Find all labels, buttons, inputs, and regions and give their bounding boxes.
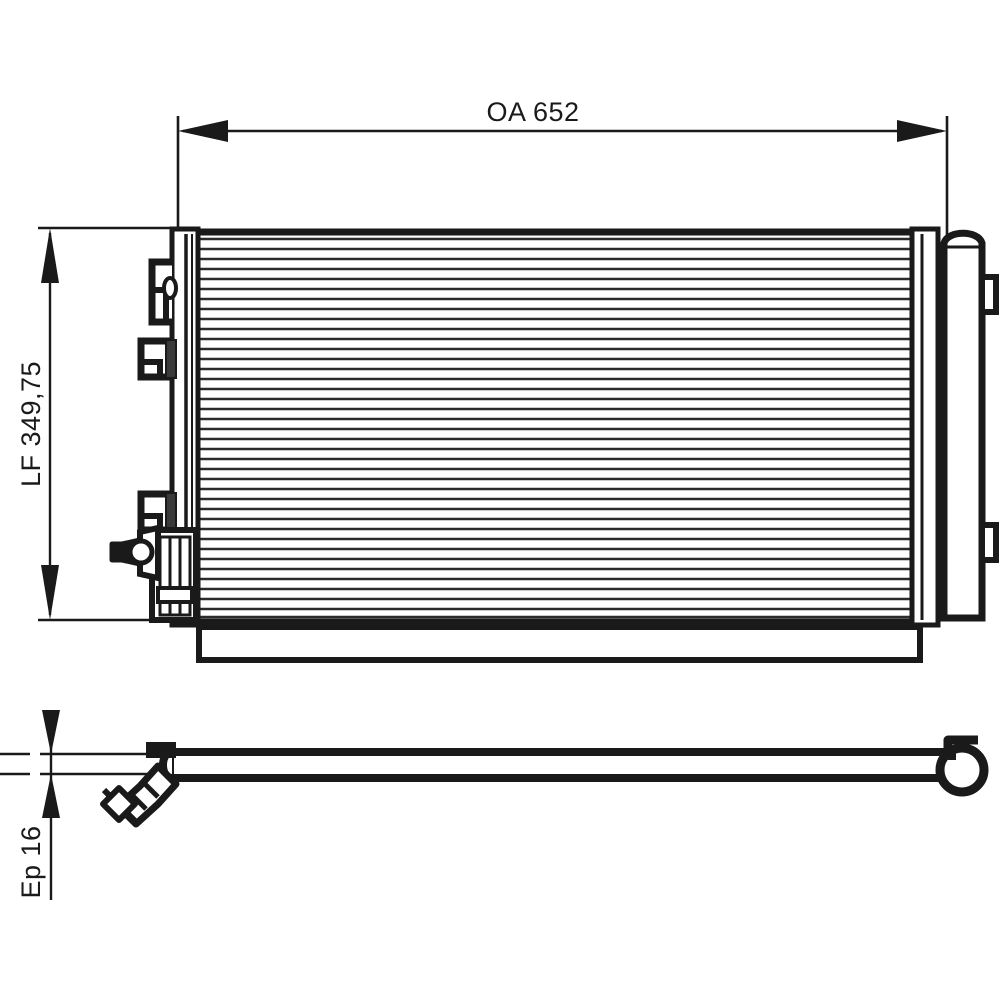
top-view-left-flange: [146, 742, 176, 758]
top-view-core-slab: [166, 748, 956, 782]
arrowhead-left-icon: [178, 120, 228, 142]
top-view-receiver-dryer: [935, 735, 989, 797]
thickness-label: Ep 16: [16, 825, 46, 898]
inlet-outlet-port-fitting: [109, 524, 199, 623]
condenser-core-fins: [196, 237, 914, 619]
arrowhead-up-icon: [41, 228, 59, 283]
thickness-arrowhead-up-icon: [42, 710, 60, 754]
arrowhead-down-icon: [41, 565, 59, 620]
profile-leader-ticks: [0, 752, 30, 776]
core-height-dimension: LF 349,75: [16, 226, 172, 622]
right-lower-tab: [979, 522, 999, 563]
upper-left-bracket: [148, 258, 178, 326]
bottom-mounting-rail: [196, 624, 923, 663]
arrowhead-right-icon: [897, 120, 947, 142]
middle-left-bracket: [137, 337, 177, 381]
right-header-tank: [909, 226, 941, 628]
front-view: [109, 226, 999, 663]
core-fin-background: [196, 232, 914, 622]
overall-length-label: OA 652: [486, 97, 579, 127]
thickness-arrowhead-down-icon: [42, 774, 60, 818]
top-view-port-fitting: [100, 762, 180, 828]
right-upper-tab: [979, 274, 999, 315]
overall-length-dimension: OA 652: [176, 97, 949, 237]
top-view: [100, 735, 989, 828]
receiver-dryer-bottle: [940, 229, 999, 622]
core-height-label: LF 349,75: [16, 361, 46, 487]
